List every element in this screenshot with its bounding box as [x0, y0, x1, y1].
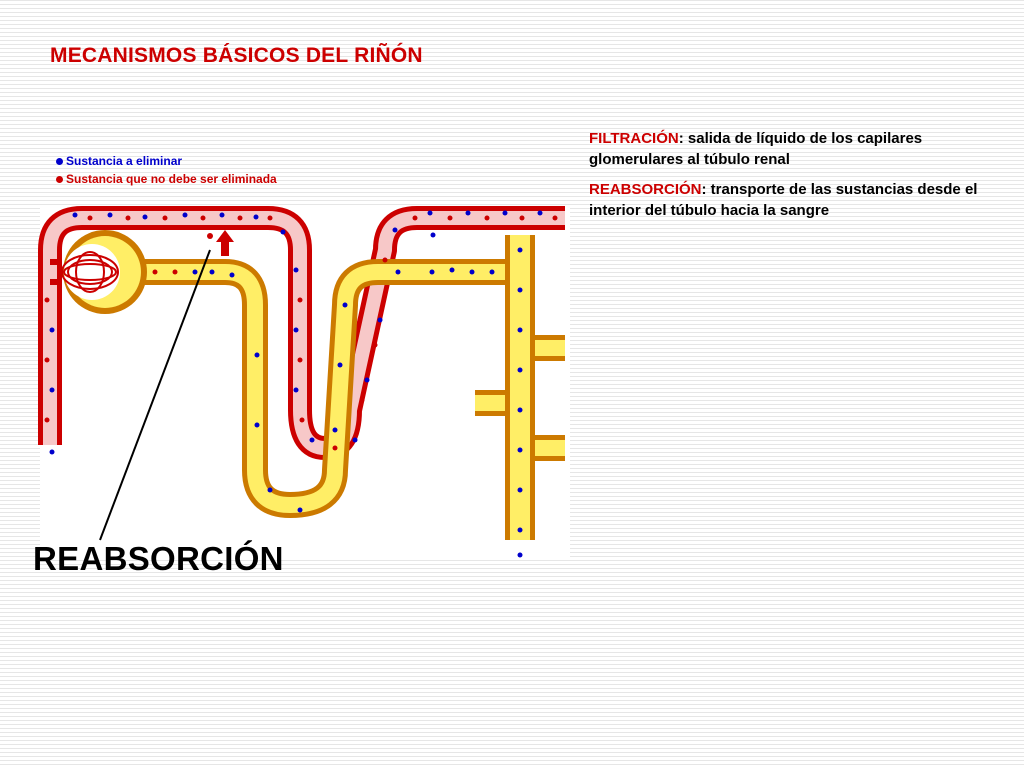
- legend: Sustancia a eliminar Sustancia que no de…: [56, 152, 277, 188]
- peritubular-capillary: [38, 206, 565, 460]
- legend-item-eliminate: Sustancia a eliminar: [56, 152, 277, 170]
- pointer-line: [99, 249, 211, 541]
- definition-text: : salida de líquido de los capilares glo…: [589, 130, 923, 168]
- definition-filtration: FILTRACIÓN: salida de líquido de los cap…: [589, 128, 999, 170]
- blue-dot-icon: [56, 157, 63, 165]
- particles: [44, 210, 558, 558]
- legend-item-keep: Sustancia que no debe ser eliminada: [56, 170, 277, 188]
- glomerulus: [50, 230, 147, 314]
- reabsorption-label: REABSORCIÓN: [33, 540, 284, 577]
- definition-reabsorption: REABSORCIÓN: transporte de las sustancia…: [589, 179, 999, 221]
- definition-term: FILTRACIÓN: [589, 130, 679, 147]
- up-arrow-icon: [216, 230, 234, 256]
- definitions: FILTRACIÓN: salida de líquido de los cap…: [589, 128, 999, 230]
- legend-label-eliminate: Sustancia a eliminar: [66, 154, 183, 168]
- definition-text: : transporte de las sustancias desde el …: [589, 181, 978, 219]
- definition-term: REABSORCIÓN: [589, 181, 702, 198]
- page-title: MECANISMOS BÁSICOS DEL RIÑÓN: [50, 44, 423, 67]
- legend-label-keep: Sustancia que no debe ser eliminada: [66, 172, 277, 186]
- red-dot-icon: [56, 175, 63, 183]
